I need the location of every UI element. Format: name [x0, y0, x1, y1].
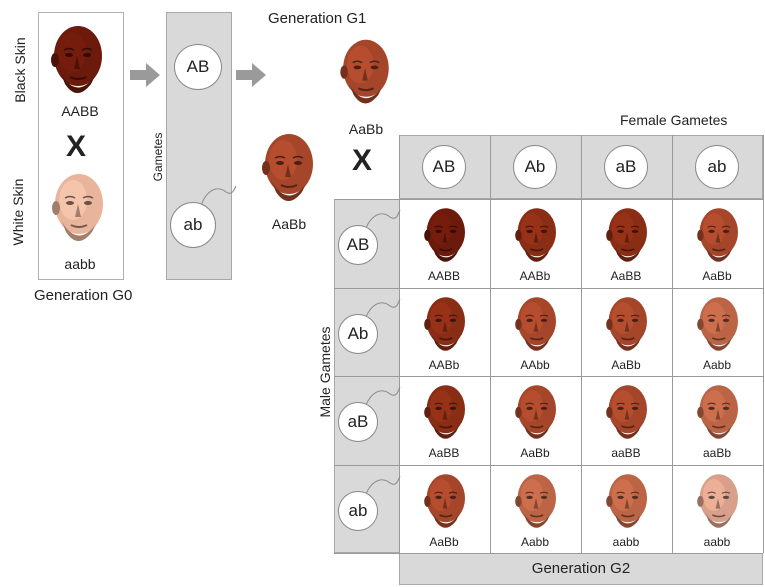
offspring-genotype: AaBb [611, 357, 641, 372]
male-gamete: AB [338, 225, 378, 265]
face-g1-left [262, 134, 313, 201]
generation-g0-label: Generation G0 [34, 287, 133, 304]
male-gametes-label: Male Gametes [317, 326, 333, 418]
offspring-face [515, 296, 556, 351]
offspring-genotype: Aabb [520, 534, 550, 549]
offspring-face [424, 473, 465, 528]
white-skin-label: White Skin [10, 178, 26, 246]
offspring-face [424, 385, 465, 439]
offspring-face [697, 473, 738, 528]
male-gamete: Ab [338, 313, 378, 354]
female-gamete: AB [422, 145, 466, 189]
female-gamete: aB [604, 145, 648, 189]
sperm-tail-icon [363, 386, 401, 413]
grid-line-vertical [490, 135, 491, 553]
gametes-label: Gametes [151, 132, 165, 182]
offspring-genotype: AABB [427, 269, 460, 283]
offspring-face [515, 208, 556, 262]
offspring-face [606, 208, 647, 262]
offspring-genotype: AABb [519, 269, 551, 283]
generation-g2-box [399, 553, 763, 585]
arrow-right-icon [236, 63, 266, 87]
white-parent-genotype: aabb [64, 256, 96, 272]
offspring-genotype: AaBb [702, 269, 732, 283]
offspring-face [515, 473, 556, 528]
offspring-genotype: AaBB [428, 446, 460, 460]
offspring-face [424, 296, 465, 351]
male-gamete: aB [338, 402, 378, 442]
grid-line-horizontal [334, 376, 763, 377]
male-gamete: ab [338, 490, 378, 531]
grid-line-vertical [763, 135, 764, 553]
female-gamete: Ab [513, 145, 557, 189]
generation-g2-label: Generation G2 [531, 560, 631, 577]
offspring-genotype: AaBb [520, 446, 550, 460]
arrow-right-icon [130, 63, 160, 87]
female-gamete: ab [695, 145, 739, 189]
face-black-parent [51, 26, 102, 93]
grid-line-vertical [399, 135, 400, 553]
offspring-face [606, 473, 647, 528]
offspring-genotype: AaBB [610, 269, 642, 283]
offspring-genotype: aaBb [702, 446, 732, 460]
offspring-genotype: aaBB [611, 446, 641, 460]
g1-genotype-right: AaBb [348, 121, 384, 137]
offspring-face [606, 385, 647, 439]
grid-line-horizontal [334, 464, 763, 466]
offspring-genotype: AAbb [520, 357, 550, 372]
offspring-genotype: AaBb [429, 534, 459, 549]
g0-cross-symbol: X [66, 130, 87, 163]
g0-gamete-ab: ab [170, 202, 216, 248]
offspring-genotype: AABb [428, 357, 460, 372]
female-gametes-label: Female Gametes [620, 112, 728, 128]
sperm-tail-icon [363, 209, 401, 236]
grid-line-horizontal [334, 553, 763, 554]
offspring-face [697, 208, 738, 262]
offspring-genotype: Aabb [702, 357, 732, 372]
black-skin-label: Black Skin [12, 37, 28, 103]
face-g1-right [340, 39, 389, 104]
g1-cross-symbol: X [352, 144, 373, 177]
grid-line-vertical [672, 135, 673, 553]
grid-line-vertical [581, 135, 582, 553]
offspring-face [424, 208, 465, 262]
offspring-face [606, 296, 647, 351]
offspring-genotype: aabb [612, 534, 640, 549]
sperm-tail-icon [363, 475, 401, 501]
offspring-face [697, 385, 738, 439]
grid-line-horizontal [334, 287, 763, 289]
g0-gamete-AB: AB [174, 44, 222, 90]
sperm-tail-icon [363, 298, 401, 324]
offspring-genotype: aabb [703, 534, 731, 549]
face-white-parent [52, 174, 103, 241]
offspring-face [697, 296, 738, 351]
g1-genotype-left: AaBb [271, 216, 307, 232]
grid-line-horizontal [334, 199, 763, 200]
sperm-tail-icon [199, 185, 237, 211]
generation-g1-label: Generation G1 [268, 10, 367, 27]
offspring-face [515, 385, 556, 439]
black-parent-genotype: AABB [61, 103, 99, 119]
